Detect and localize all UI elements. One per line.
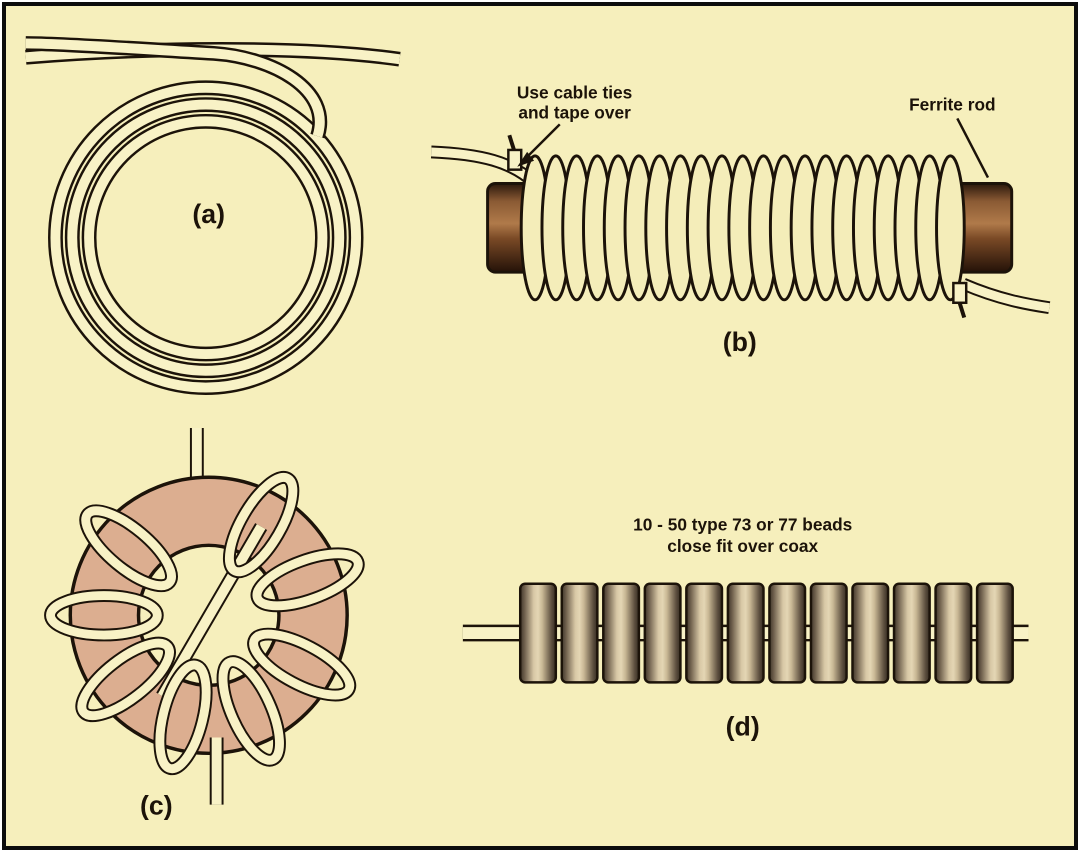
panel-c-toroid-choke: (c) xyxy=(44,427,365,820)
coil-turn xyxy=(81,506,176,591)
ferrite-bead xyxy=(726,582,765,684)
choke-methods-diagram: (a) Us xyxy=(25,36,1051,820)
annotation-arrow-line xyxy=(526,123,561,158)
panel-a-coiled-coax-choke: (a) xyxy=(25,36,401,395)
panel-a-label: (a) xyxy=(192,199,225,229)
coil-turn xyxy=(249,629,355,700)
coil-turn xyxy=(224,473,298,577)
ferrite-bead xyxy=(643,582,682,684)
cable-tie-tail xyxy=(957,301,967,319)
coil-turn xyxy=(50,82,362,393)
panel-d-ferrite-beads-choke: 10 - 50 type 73 or 77 beads close fit ov… xyxy=(462,515,1029,742)
panel-b-label: (b) xyxy=(723,327,757,357)
ferrite-rod-annotation: Ferrite rod xyxy=(909,95,995,115)
coil-turn xyxy=(218,657,284,765)
coil-turn xyxy=(77,638,174,721)
coil-turn xyxy=(252,549,363,611)
cable-tie-tail xyxy=(507,134,517,152)
beads-caption-line2: close fit over coax xyxy=(667,536,818,556)
arrow-head-icon xyxy=(517,151,535,167)
panel-b-ferrite-rod-choke: Use cable ties and tape over Ferrite rod… xyxy=(430,83,1051,357)
cable-ties-annotation-line2: and tape over xyxy=(518,102,631,122)
ferrite-bead xyxy=(975,582,1014,684)
ferrite-bead xyxy=(602,582,641,684)
ferrite-bead xyxy=(892,582,931,684)
coil-turn xyxy=(46,591,162,640)
cable-tie xyxy=(507,148,523,171)
coax-lead xyxy=(961,279,1050,313)
panel-c-label: (c) xyxy=(140,790,173,820)
coil-turn xyxy=(155,660,211,774)
ferrite-bead xyxy=(518,582,558,684)
coil-turn xyxy=(67,99,345,376)
ferrite-bead xyxy=(768,582,807,684)
coil-turn xyxy=(84,116,328,359)
annotation-pointer-line xyxy=(956,117,990,179)
beads-caption-line1: 10 - 50 type 73 or 77 beads xyxy=(633,515,852,535)
cable-ties-annotation-line1: Use cable ties xyxy=(517,83,632,103)
coax-lead-crossing xyxy=(25,38,325,138)
ferrite-bead xyxy=(560,582,599,684)
cable-tie xyxy=(952,281,968,304)
ferrite-bead xyxy=(934,582,973,684)
panel-d-label: (d) xyxy=(726,712,760,742)
ferrite-bead xyxy=(685,582,724,684)
ferrite-bead xyxy=(809,582,848,684)
coil-turn xyxy=(935,154,966,302)
ferrite-bead xyxy=(851,582,890,684)
